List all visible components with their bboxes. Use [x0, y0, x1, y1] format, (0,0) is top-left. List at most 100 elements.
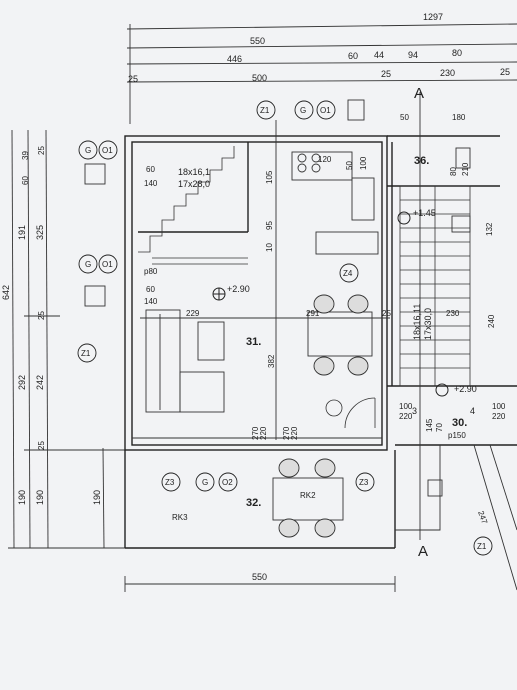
dim-25-left-a: 25 [37, 146, 46, 155]
room-36: 36. [414, 155, 429, 167]
idim-270-a: 270 [251, 426, 260, 440]
dim-60: 60 [348, 51, 358, 61]
top-dimension-lines [126, 23, 517, 124]
side-stair [399, 185, 471, 387]
idim-95: 95 [265, 221, 274, 230]
dim-25-left-c: 25 [37, 441, 46, 450]
dim-190-c: 190 [92, 490, 102, 505]
idim-220-b: 220 [290, 426, 299, 440]
idim-220-c: 220 [399, 412, 413, 421]
dim-230: 230 [440, 68, 455, 78]
tag-z1-top: Z1 [260, 106, 270, 115]
dim-94: 94 [408, 50, 418, 60]
dining-table [307, 294, 373, 376]
room-32: 32. [246, 497, 261, 509]
idim-229: 229 [186, 309, 200, 318]
level-marker-icon [212, 287, 226, 301]
dim-44: 44 [374, 50, 384, 60]
dim-642: 642 [1, 285, 11, 300]
idim-50-a: 50 [345, 161, 354, 170]
label-rk3: RK3 [172, 513, 188, 522]
idim-132: 132 [485, 222, 494, 236]
bottom-dimension [124, 576, 396, 592]
idim-382: 382 [267, 354, 276, 368]
idim-4: 4 [470, 406, 475, 416]
idim-3: 3 [412, 406, 417, 416]
idim-60-b: 60 [146, 285, 155, 294]
dim-500: 500 [252, 73, 267, 83]
tag-z1-left: Z1 [81, 349, 91, 358]
dim-80: 80 [452, 48, 462, 58]
left-dimension-lines [8, 129, 125, 549]
label-rk2: RK2 [300, 491, 316, 500]
dim-25-left-b: 25 [37, 311, 46, 320]
dim-25-a: 25 [128, 74, 138, 84]
stair-side-b: 17x30,0 [423, 308, 433, 340]
tag-z3-right: Z3 [359, 478, 369, 487]
dim-325: 325 [35, 225, 45, 240]
level-landing: +2.90 [454, 384, 477, 394]
level-marker-icon [435, 383, 449, 397]
room-31: 31. [246, 336, 261, 348]
idim-100-b: 100 [399, 402, 413, 411]
dim-292: 292 [17, 375, 27, 390]
tag-g-left1: G [85, 146, 91, 155]
idim-140-b: 140 [144, 297, 158, 306]
level-marker-icon [397, 211, 411, 225]
terrace-table [272, 458, 344, 538]
tag-g-top: G [300, 106, 306, 115]
idim-100-c: 100 [492, 402, 506, 411]
idim-210: 210 [461, 162, 470, 176]
idim-50-b: 50 [400, 113, 409, 122]
tag-o1-top: O1 [320, 106, 331, 115]
tag-z4: Z4 [343, 269, 353, 278]
axis-lines [132, 92, 517, 591]
idim-247: 247 [476, 510, 489, 526]
idim-180: 180 [452, 113, 466, 122]
idim-80: 80 [449, 167, 458, 176]
dim-60-left: 60 [21, 176, 30, 185]
kitchen [291, 151, 379, 255]
tag-o2: O2 [222, 478, 233, 487]
idim-240: 240 [487, 314, 496, 328]
idim-10: 10 [265, 243, 274, 252]
stair-side-a: 18x16,11 [412, 304, 422, 340]
dim-25-b: 25 [381, 69, 391, 79]
dim-190-b: 190 [35, 490, 45, 505]
section-label-bottom: A [418, 543, 428, 560]
dim-39: 39 [21, 151, 30, 160]
idim-100-a: 100 [359, 156, 368, 170]
idim-140-a: 140 [144, 179, 158, 188]
label-p80: p80 [144, 267, 158, 276]
idim-270-b: 270 [282, 426, 291, 440]
dim-550-bottom: 550 [252, 572, 267, 582]
idim-105: 105 [265, 170, 274, 184]
idim-291: 291 [306, 309, 320, 318]
idim-220-d: 220 [492, 412, 506, 421]
dim-242: 242 [35, 375, 45, 390]
level-stair: +1.45 [413, 208, 436, 218]
dim-1297: 1297 [423, 12, 443, 22]
level-living: +2.90 [227, 284, 250, 294]
section-label-top: A [414, 85, 424, 102]
dim-446: 446 [227, 54, 242, 64]
idim-120: 120 [318, 155, 332, 164]
label-p150: p150 [448, 431, 466, 440]
idim-60-a: 60 [146, 165, 155, 174]
idim-220-a: 220 [259, 426, 268, 440]
tag-o1-left1: O1 [102, 146, 113, 155]
dim-550-top: 550 [250, 36, 265, 46]
dim-190-a: 190 [17, 490, 27, 505]
dim-25-c: 25 [500, 67, 510, 77]
tag-z1-bottom: Z1 [477, 542, 487, 551]
stair-main-b: 17x28,0 [178, 179, 210, 189]
main-stair [138, 146, 248, 265]
tag-g-bottom: G [202, 478, 208, 487]
window-boxes [84, 99, 471, 497]
tag-circles [77, 100, 493, 556]
tag-z3-left: Z3 [165, 478, 175, 487]
idim-70: 70 [435, 423, 444, 432]
dim-191: 191 [17, 225, 27, 240]
idim-145: 145 [425, 418, 434, 432]
